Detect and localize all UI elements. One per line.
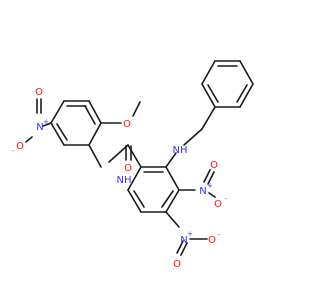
nitro-b-oxygen-double-label: O — [173, 259, 181, 270]
nitro-c-minus-charge: - — [12, 147, 15, 155]
nitro-group-a-bonds — [178, 169, 216, 198]
methoxy-oxygen-label: O — [123, 119, 131, 130]
molecule-structure-diagram: NH NH O O N + O O - N + O O - N + O O - — [12, 60, 254, 270]
nitro-a-plus-charge: + — [207, 182, 213, 190]
nitro-b-oxygen-minus-label: O — [208, 235, 216, 246]
nitro-b-plus-charge: + — [187, 230, 193, 238]
bond-layer — [25, 60, 254, 256]
nitro-a-minus-charge: - — [225, 195, 228, 203]
amide-nh-label: NH — [117, 175, 132, 186]
nitro-b-minus-charge: - — [218, 231, 221, 239]
benzylamine-linker — [165, 106, 216, 168]
nitro-c-plus-charge: + — [43, 118, 49, 126]
benzyl-phenyl-ring — [201, 60, 254, 108]
nitro-c-nitrogen-label: N — [36, 122, 43, 133]
nitro-c-oxygen-double-label: O — [35, 87, 43, 98]
amide-oxygen-label: O — [124, 163, 132, 174]
nitro-b-nitrogen-label: N — [180, 235, 187, 246]
central-benzene-ring — [127, 166, 180, 213]
nitro-a-oxygen-minus-label: O — [214, 199, 222, 210]
amide-bonds — [108, 144, 142, 168]
nitro-a-oxygen-double-label: O — [210, 160, 218, 171]
atom-label-layer: NH NH O O N + O O - N + O O - N + O O - — [12, 87, 228, 270]
nitro-group-b-bonds — [165, 211, 208, 256]
methoxy-bonds — [100, 101, 141, 124]
nitro-group-c-bonds — [25, 98, 52, 143]
nitro-a-nitrogen-label: N — [199, 186, 206, 197]
nitro-c-oxygen-minus-label: O — [16, 141, 24, 152]
left-phenyl-ring — [50, 100, 102, 168]
amine-nh-label: NH — [173, 145, 188, 156]
